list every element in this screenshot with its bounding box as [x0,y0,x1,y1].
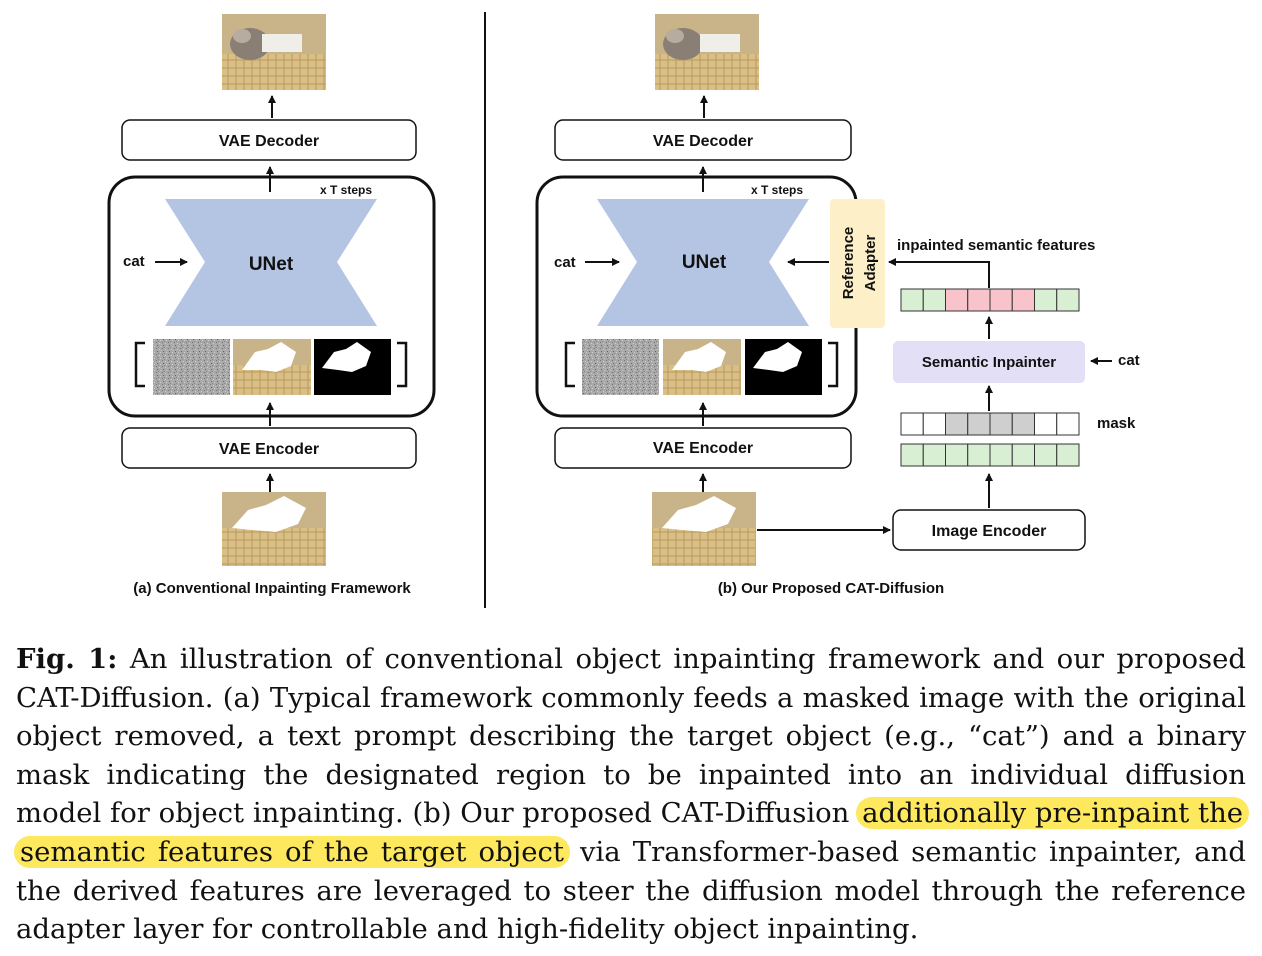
arrow-features-to-adapter [888,258,990,288]
input-image-b [652,492,756,566]
inpainted-token-row [900,288,1080,312]
reference-adapter-box [830,199,885,328]
noise-image-b [582,339,659,395]
unet-shape-a [165,199,377,326]
caption-text-1: An illustration of conventional object i… [16,643,1246,830]
image-encoder-box [892,509,1086,551]
mask-image-b [745,339,822,395]
cat-label-b: cat [554,254,576,271]
bracket-left-a [134,341,145,388]
vae-encoder-box-b [554,427,852,469]
unet-shape-b [597,199,809,326]
cat-label-a: cat [123,253,145,270]
output-image-b [655,14,759,90]
caption-label-a: (a) Conventional Inpainting Framework [133,580,411,597]
reference-adapter-label-2: Adapter [862,235,879,292]
vae-decoder-label-b: VAE Decoder [653,133,753,150]
caption-label-b: (b) Our Proposed CAT-Diffusion [718,580,944,597]
semantic-inpainter-label: Semantic Inpainter [922,354,1056,371]
input-image-a [222,492,326,566]
vae-decoder-box-b [554,119,852,161]
diffusion-box-a [107,175,436,418]
steps-label-a: x T steps [320,183,372,197]
semantic-inpainter-box [893,341,1085,383]
masked-image-b [663,339,741,395]
panel-b: VAE Decoder x T steps UNet cat Reference… [535,14,1140,597]
inpainted-features-label: inpainted semantic features [897,237,1095,254]
reference-adapter-label-1: Reference [840,227,857,300]
masked-image-a [233,339,311,395]
figure-caption: Fig. 1: An illustration of conventional … [14,640,1250,949]
unet-label-b: UNet [682,252,727,273]
encoded-token-row [900,443,1080,467]
cat-label-inpainter: cat [1118,352,1140,369]
bracket-right-a [397,341,408,388]
mask-token-row [900,412,1080,436]
vae-decoder-label-a: VAE Decoder [219,133,319,150]
bracket-left-b [564,341,575,388]
bracket-right-b [828,341,839,388]
figure: VAE Decoder x T steps UNet cat VAE Encod… [107,12,1140,608]
figure-number: Fig. 1: [16,643,118,675]
vae-decoder-box-a [121,119,417,161]
vae-encoder-label-a: VAE Encoder [219,441,319,458]
figure-diagram: VAE Decoder x T steps UNet cat VAE Encod… [107,12,1140,608]
vae-encoder-label-b: VAE Encoder [653,440,753,457]
mask-label: mask [1097,415,1136,432]
unet-label-a: UNet [249,254,294,275]
image-encoder-label: Image Encoder [932,523,1047,540]
caption-text-2: via Transformer-based semantic inpainter… [16,835,1246,946]
noise-image-a [153,339,230,395]
panel-a: VAE Decoder x T steps UNet cat VAE Encod… [107,14,436,597]
vae-encoder-box-a [121,427,417,469]
mask-image-a [314,339,391,395]
steps-label-b: x T steps [751,183,803,197]
output-image-a [222,14,326,90]
